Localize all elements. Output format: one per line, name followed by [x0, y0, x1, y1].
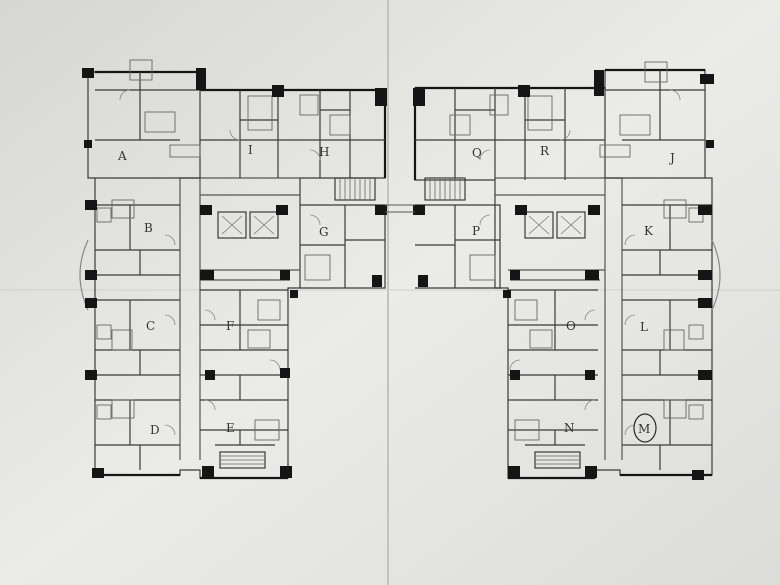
unit-label-q: Q: [472, 146, 482, 160]
right-columns: [413, 70, 714, 480]
unit-label-h: H: [319, 145, 329, 159]
left-bathrooms: [96, 59, 351, 441]
left-stair-treads: [339, 178, 371, 200]
left-door-swings: [119, 89, 321, 436]
unit-label-k: K: [644, 224, 654, 238]
right-door-swings: [479, 89, 681, 436]
right-bottom-stair-treads: [535, 455, 580, 465]
right-top-partitions: [415, 70, 705, 180]
unit-label-c: C: [146, 319, 155, 333]
left-bottom-stair-treads: [220, 455, 265, 465]
unit-label-m: M: [638, 422, 650, 436]
left-columns: [82, 68, 387, 478]
left-unit-g-walls: [300, 204, 386, 289]
left-column-partitions: [95, 204, 180, 470]
right-unit-p-walls: [415, 204, 501, 289]
right-wing-wall-top: [413, 68, 712, 480]
unit-label-n: N: [564, 421, 575, 435]
right-elevator-1: [524, 211, 554, 239]
right-elevator-2: [556, 211, 586, 239]
left-building-wing: [79, 59, 387, 480]
unit-label-e: E: [226, 421, 235, 435]
unit-label-j: J: [668, 151, 675, 165]
unit-label-i: I: [248, 143, 253, 157]
unit-label-d: D: [150, 423, 160, 437]
unit-label-f: F: [226, 319, 234, 333]
right-bathrooms: [449, 61, 704, 441]
unit-labels: A B C D E F G H I J K L M N O P Q R: [117, 143, 675, 437]
unit-label-l: L: [640, 320, 648, 334]
unit-label-a: A: [117, 149, 127, 163]
unit-label-b: B: [144, 221, 153, 235]
left-wing-wall-top: [95, 70, 387, 480]
right-stair-treads: [429, 178, 461, 200]
unit-label-r: R: [540, 144, 550, 158]
right-inner-column-partitions: [508, 289, 598, 446]
bridge-between-wings: [385, 204, 415, 213]
right-building-wing: [413, 61, 721, 480]
right-main-corridor: [495, 177, 623, 460]
unit-label-o: O: [566, 319, 576, 333]
left-elevator-2: [249, 211, 279, 239]
left-elevator-1: [217, 211, 247, 239]
unit-label-p: P: [472, 224, 480, 238]
right-curved-balcony: [711, 239, 721, 311]
unit-label-g: G: [319, 225, 329, 239]
highlight-circle-m: [633, 413, 657, 443]
left-inner-column-partitions: [200, 289, 288, 446]
right-elevator-cross: [528, 215, 582, 235]
left-elevator-cross: [221, 215, 275, 235]
